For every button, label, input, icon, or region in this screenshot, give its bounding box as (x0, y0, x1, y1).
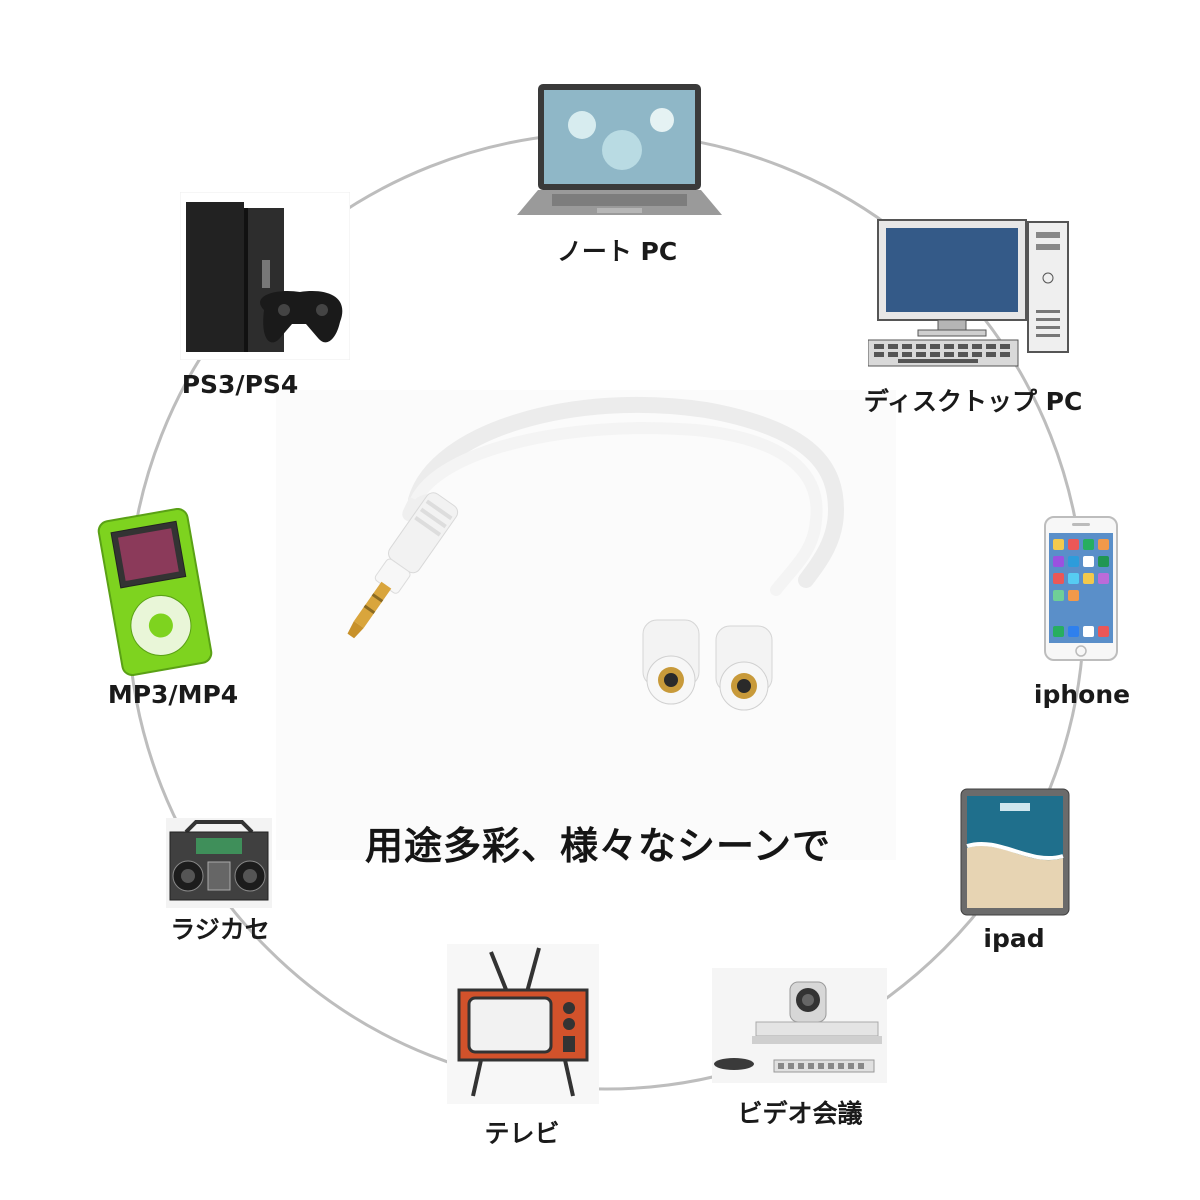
game-console-icon (180, 192, 350, 360)
desktop-pc-icon (868, 219, 1069, 367)
label-desktop: ディスクトップ PC (863, 387, 1083, 416)
device-laptop (512, 80, 727, 230)
product-photo-area (276, 390, 896, 860)
device-ipad (960, 788, 1070, 916)
device-radio (166, 818, 272, 908)
label-ipad: ipad (983, 924, 1045, 953)
tablet-icon (960, 788, 1070, 916)
label-iphone: iphone (1033, 680, 1131, 709)
device-ps (180, 192, 350, 360)
device-video-conference (712, 968, 887, 1083)
device-mp3 (94, 508, 216, 676)
label-radio: ラジカセ (170, 915, 270, 944)
label-ps: PS3/PS4 (181, 370, 299, 399)
boombox-icon (166, 818, 272, 908)
label-mp3: MP3/MP4 (107, 680, 239, 709)
label-laptop: ノート PC (556, 237, 678, 266)
smartphone-icon (1044, 516, 1118, 661)
label-tv: テレビ (484, 1119, 560, 1148)
device-desktop (868, 218, 1073, 373)
television-icon (447, 944, 599, 1104)
label-video-conference: ビデオ会議 (737, 1099, 863, 1128)
mp3-player-icon (97, 508, 213, 676)
audio-splitter-cable-icon (347, 396, 845, 711)
laptop-icon (517, 84, 722, 215)
video-conference-icon (712, 968, 887, 1083)
device-tv (447, 944, 599, 1104)
tagline: 用途多彩、様々なシーンで (364, 824, 832, 868)
device-iphone (1044, 516, 1118, 661)
